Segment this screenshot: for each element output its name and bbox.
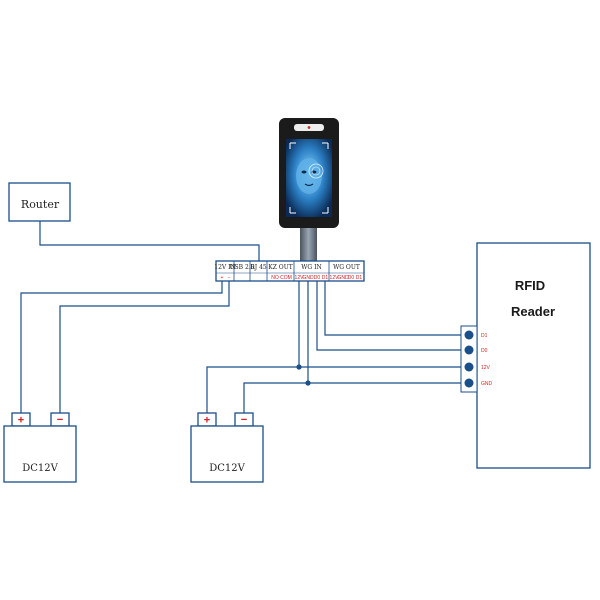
wires: [20, 221, 470, 413]
terminal-pole: [300, 226, 317, 262]
wire-battery2-minus: [243, 382, 308, 413]
face-terminal: [279, 118, 339, 262]
rfid-pin-d0-icon: [464, 345, 474, 355]
battery-2: + − DC12V: [190, 412, 264, 483]
rfid-pin-d1-icon: [464, 330, 474, 340]
rfid-title-line1: RFID: [515, 278, 545, 293]
battery-2-plus-icon: +: [204, 415, 210, 427]
rfid-pin-d0-label: D0: [481, 348, 488, 354]
header-wg-out: WG OUT: [333, 264, 360, 271]
terminal-block: 12V IN USB 2.0 RJ 45 KZ OUT WG IN WG OUT…: [214, 260, 365, 282]
wire-psu-minus-1: [59, 280, 230, 413]
pin-kz-com: COM: [280, 275, 292, 281]
rfid-pin-gnd-icon: [464, 378, 474, 388]
pin-wg-in-12v: 12V: [295, 275, 305, 281]
wire-d1: [324, 280, 470, 336]
pin-wg-out-12v: 12V: [330, 275, 340, 281]
pin-wg-out-gnd: GND: [337, 275, 349, 281]
rfid-title-line2: Reader: [511, 304, 555, 319]
rfid-pin-12v-label: 12V: [481, 365, 491, 371]
battery-2-label: DC12V: [209, 463, 245, 474]
junction-dot: [305, 380, 311, 386]
header-wg-in: WG IN: [301, 264, 322, 271]
pin-kz-no: NO: [271, 275, 279, 281]
pin-12v-in-minus: −: [228, 275, 231, 281]
pin-wg-out-d0: D0: [348, 275, 355, 281]
face-scan-screen-icon: [286, 139, 332, 217]
pin-wg-out-d1: D1: [356, 275, 363, 281]
wire-d0: [316, 280, 470, 351]
pin-wg-in-gnd: GND: [302, 275, 314, 281]
battery-1-label: DC12V: [22, 463, 58, 474]
header-kz-out: KZ OUT: [268, 264, 293, 271]
rfid-connector: [460, 325, 478, 393]
rfid-pin-d1-label: D1: [481, 333, 488, 339]
router-box: Router: [8, 182, 71, 222]
pin-12v-in-plus: +: [221, 275, 224, 281]
battery-1-plus-icon: +: [18, 415, 24, 427]
header-12v-in: 12V IN: [214, 264, 236, 271]
router-label: Router: [21, 198, 60, 211]
junction-dot: [296, 364, 302, 370]
wire-router-rj45: [39, 221, 260, 261]
rfid-pin-12v-icon: [464, 362, 474, 372]
battery-1-minus-icon: −: [57, 414, 63, 426]
pin-wg-in-d1: D1: [322, 275, 329, 281]
rfid-pin-gnd-label: GND: [481, 381, 493, 387]
battery-1: + − DC12V: [3, 412, 77, 483]
header-rj45: RJ 45: [250, 264, 267, 271]
rfid-reader: RFID Reader D1 D0 12V GND: [460, 242, 591, 469]
wire-psu-plus-1: [20, 280, 223, 413]
battery-2-minus-icon: −: [241, 414, 247, 426]
pin-wg-in-d0: D0: [314, 275, 321, 281]
wire-battery2-plus: [206, 366, 299, 413]
header-usb: USB 2.0: [229, 264, 254, 271]
